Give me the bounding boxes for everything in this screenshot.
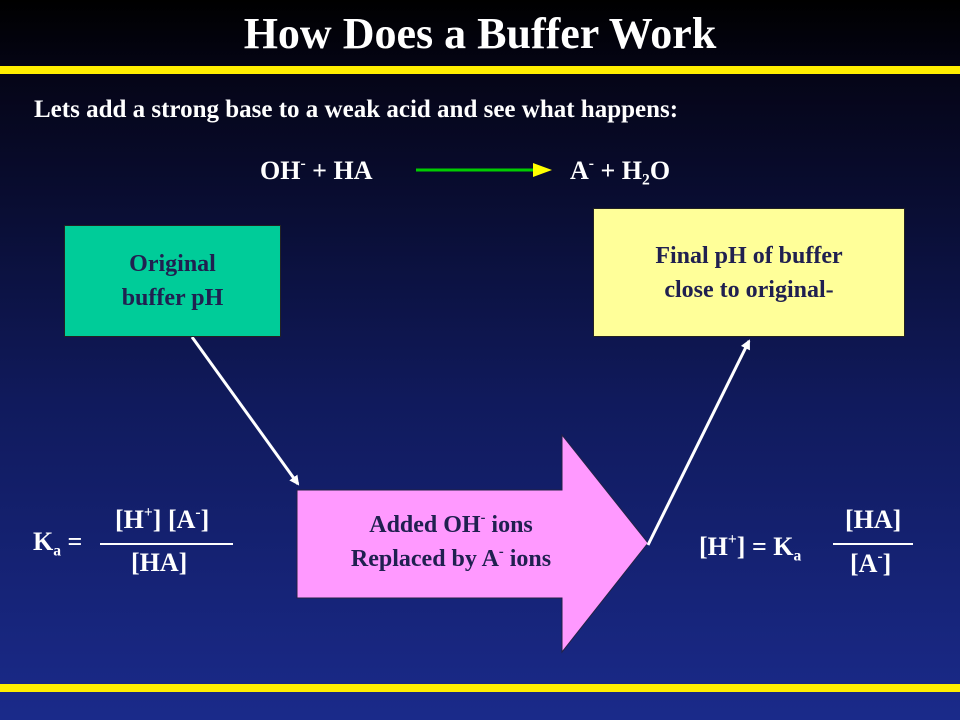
reaction-rhs: A- + H2O: [570, 155, 671, 189]
h-numerator: [HA]: [845, 505, 902, 534]
h-plus: +: [727, 531, 737, 549]
h-lhs: [H+] = Ka: [699, 531, 802, 565]
replaced-text: Replaced by A: [350, 546, 499, 572]
reaction-oh-charge: -: [300, 155, 306, 173]
ka-subscript: a: [53, 542, 62, 560]
final-ph-box: Final pH of buffer close to original-: [593, 208, 905, 337]
original-ph-box: Original buffer pH: [64, 225, 281, 337]
h-equals-k: ] = K: [736, 532, 794, 561]
bottom-divider: [0, 684, 960, 692]
ka-lhs: Ka =: [33, 527, 83, 560]
reaction-ha: + HA: [305, 156, 373, 185]
ka-num-minus: -: [195, 504, 201, 522]
subtitle: Lets add a strong base to a weak acid an…: [34, 96, 679, 123]
ka-numerator: [H+] [A-]: [115, 505, 209, 535]
added-oh-charge: -: [480, 509, 486, 526]
added-ions-label: Added OH- ions Replaced by A- ions: [296, 508, 606, 576]
final-ph-label-1: Final pH of buffer: [655, 242, 843, 269]
added-ions-arrow: [296, 433, 649, 654]
reaction-arrow-head: [533, 163, 552, 177]
ka-fraction-bar: [100, 543, 233, 545]
ka-equals: =: [61, 527, 83, 556]
h-fraction-bar: [833, 543, 913, 545]
reaction-a-charge: -: [588, 155, 594, 173]
page-title: How Does a Buffer Work: [243, 9, 717, 58]
added-ions-text: ions: [485, 512, 533, 538]
reaction-o: O: [649, 156, 671, 185]
h-den-minus: -: [877, 548, 883, 566]
original-ph-label-1: Original: [129, 251, 216, 277]
h-den-open: [A: [850, 549, 878, 578]
ka-num-h: [H: [115, 505, 144, 534]
replaced-charge: -: [498, 543, 504, 560]
added-oh-text: Added OH: [369, 512, 481, 538]
down-arrow: [190, 336, 300, 486]
reaction-lhs: OH- + HA: [260, 156, 372, 186]
ka-num-plus: +: [143, 504, 153, 522]
up-arrow: [646, 339, 751, 546]
ka-num-end: ]: [200, 505, 210, 534]
final-ph-label-2: close to original-: [664, 276, 834, 303]
reaction-h-subscript: 2: [642, 171, 650, 189]
h-ka-subscript: a: [793, 547, 802, 565]
ka-num-a: ] [A: [152, 505, 196, 534]
h-den-close: ]: [882, 549, 892, 578]
reaction-a: A: [570, 156, 589, 185]
reaction-oh: OH: [260, 156, 301, 185]
ka-k: K: [33, 527, 54, 556]
original-ph-label-2: buffer pH: [121, 285, 224, 311]
h-open: [H: [699, 532, 728, 561]
h-denominator: [A-]: [850, 549, 891, 579]
reaction-h: + H: [593, 156, 643, 185]
ka-denominator: [HA]: [131, 548, 188, 577]
replaced-ions-text: ions: [503, 546, 552, 572]
top-divider: [0, 66, 960, 74]
